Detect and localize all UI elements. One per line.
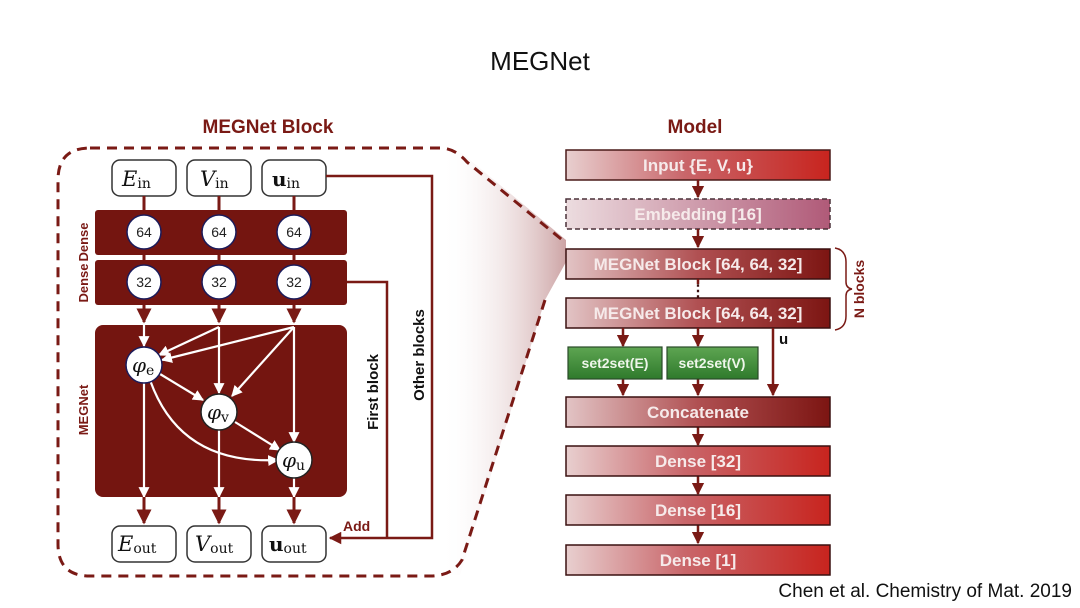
input-e-label: Ein <box>121 167 151 192</box>
svg-text:32: 32 <box>286 274 302 290</box>
phi-u-node: φu <box>275 441 313 479</box>
skip-connections <box>326 174 434 545</box>
block-outline <box>56 146 567 578</box>
dense64-node: 64 <box>201 214 237 250</box>
set2set-v-box: set2set(V) <box>666 346 759 380</box>
layer-input: Input {E, V, u} <box>565 149 831 181</box>
svg-text:Dense [1]: Dense [1] <box>660 551 737 570</box>
svg-text:MEGNet Block [64, 64, 32]: MEGNet Block [64, 64, 32] <box>594 304 803 323</box>
n-blocks-label: N blocks <box>851 260 867 319</box>
phi-e-node: φe <box>125 346 163 384</box>
dense32-node: 32 <box>126 264 162 300</box>
input-u-label: uin <box>272 167 300 192</box>
dense64-node: 64 <box>276 214 312 250</box>
block-heading: MEGNet Block <box>203 117 334 138</box>
svg-text:φu: φu <box>282 448 305 474</box>
set2set-e-box: set2set(E) <box>567 346 663 380</box>
dense64-node: 64 <box>126 214 162 250</box>
other-blocks-label: Other blocks <box>411 309 428 401</box>
svg-text:Input {E, V, u}: Input {E, V, u} <box>643 156 753 175</box>
svg-text:64: 64 <box>136 224 152 240</box>
input-v-box: Vin <box>186 159 252 197</box>
input-u-box: uin <box>261 159 327 197</box>
svg-text:Dense [16]: Dense [16] <box>655 501 741 520</box>
layer-megnet-block-first: MEGNet Block [64, 64, 32] <box>565 248 831 280</box>
megnet-label: MEGNet <box>76 384 91 435</box>
slide-title: MEGNet <box>490 46 590 76</box>
model-heading: Model <box>668 117 723 138</box>
svg-text:φe: φe <box>132 353 154 379</box>
output-u-box: uout <box>261 525 327 563</box>
layer-dense-32: Dense [32] <box>565 445 831 477</box>
svg-text:64: 64 <box>286 224 302 240</box>
layer-embedding: Embedding [16] <box>565 198 831 230</box>
input-e-box: Ein <box>111 159 177 197</box>
zoom-funnel <box>440 148 566 575</box>
output-v-label: Vout <box>195 532 234 557</box>
svg-text:set2set(V): set2set(V) <box>679 355 746 371</box>
dense32-node: 32 <box>276 264 312 300</box>
output-v-box: Vout <box>186 525 252 563</box>
svg-text:φv: φv <box>207 400 229 426</box>
layer-megnet-block-last: MEGNet Block [64, 64, 32] <box>565 297 831 329</box>
layer-concatenate: Concatenate <box>565 396 831 428</box>
dense1-label: Dense <box>76 222 91 261</box>
svg-text:set2set(E): set2set(E) <box>582 355 649 371</box>
output-e-box: Eout <box>111 525 177 563</box>
output-e-label: Eout <box>117 532 157 557</box>
input-v-label: Vin <box>200 167 229 192</box>
u-label: u <box>779 331 788 348</box>
output-u-label: uout <box>269 532 307 557</box>
add-label: Add <box>343 518 370 534</box>
svg-text:Dense [32]: Dense [32] <box>655 452 741 471</box>
first-block-label: First block <box>365 353 382 430</box>
layer-dense-1: Dense [1] <box>565 544 831 576</box>
model-arrows <box>616 180 780 545</box>
dense32-node: 32 <box>201 264 237 300</box>
dense2-label: Dense <box>76 263 91 302</box>
citation: Chen et al. Chemistry of Mat. 2019 <box>778 581 1072 602</box>
svg-text:64: 64 <box>211 224 227 240</box>
svg-text:Concatenate: Concatenate <box>647 403 749 422</box>
phi-v-node: φv <box>200 393 238 431</box>
svg-text:MEGNet Block [64, 64, 32]: MEGNet Block [64, 64, 32] <box>594 255 803 274</box>
svg-text:32: 32 <box>136 274 152 290</box>
svg-text:32: 32 <box>211 274 227 290</box>
update-arrows <box>138 325 300 499</box>
svg-text:Embedding [16]: Embedding [16] <box>634 205 762 224</box>
n-blocks-brace <box>834 247 853 331</box>
layer-dense-16: Dense [16] <box>565 494 831 526</box>
blocks-ellipsis: ⋮ <box>690 283 706 300</box>
